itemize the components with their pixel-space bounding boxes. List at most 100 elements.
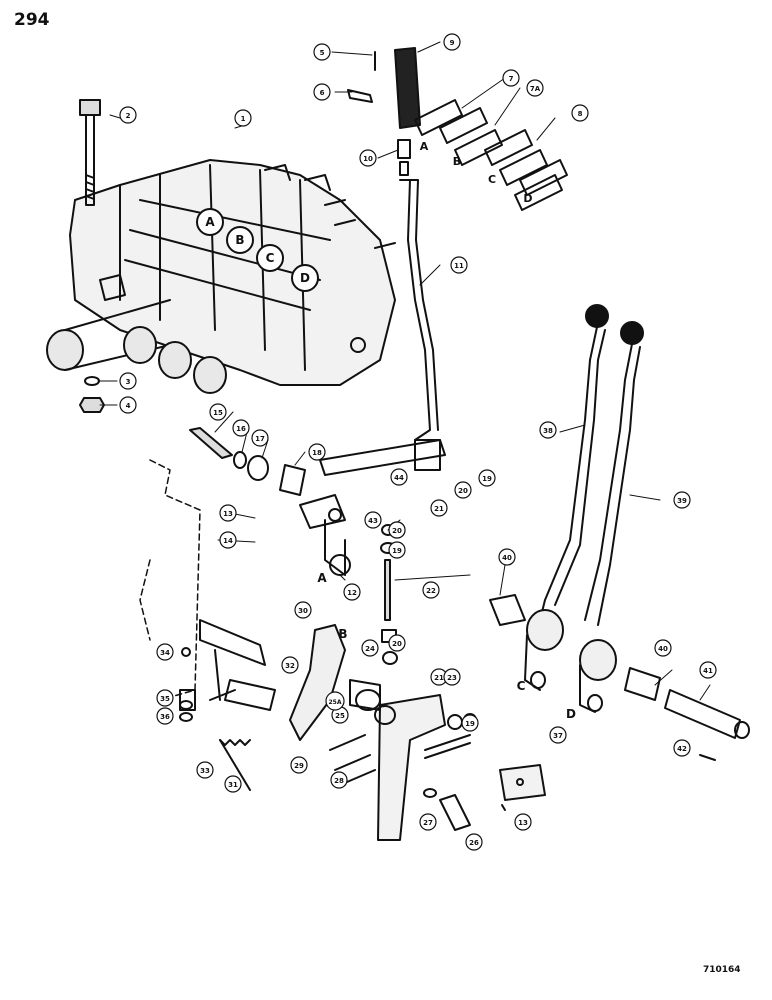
section-letter-c-2: C: [266, 251, 275, 265]
callout-label-9: 9: [450, 39, 455, 47]
callout-label-12: 12: [347, 589, 357, 597]
callout-circle-25A: [325, 691, 345, 711]
callout-label-19-2: 19: [465, 720, 475, 728]
callout-label-43: 43: [368, 517, 378, 525]
callout-circle-32: [281, 656, 299, 674]
callout-layer: 12345677A8910111213131415161718191919202…: [119, 33, 717, 851]
callout-label-41: 41: [703, 667, 713, 675]
main-control-lever: [347, 47, 439, 441]
callout-circle-40-1: [654, 639, 672, 657]
callout-circle-39: [673, 491, 691, 509]
callout-label-18: 18: [312, 449, 322, 457]
callout-circle-15: [209, 403, 227, 421]
callout-circle-12: [343, 583, 361, 601]
callout-label-14: 14: [223, 537, 233, 545]
callout-circle-1: [234, 109, 252, 127]
callout-label-24: 24: [365, 645, 375, 653]
section-letter-a-8: A: [317, 571, 327, 585]
callout-circle-5: [313, 43, 331, 61]
bracket-assembly: [329, 679, 477, 841]
callout-circle-38: [539, 421, 557, 439]
callout-label-38: 38: [543, 427, 553, 435]
section-letter-c-6: C: [488, 173, 496, 186]
callout-label-10: 10: [363, 155, 373, 163]
callout-label-13: 13: [223, 510, 233, 518]
callout-label-8: 8: [578, 110, 583, 118]
section-letter-c-10: C: [517, 679, 526, 693]
callout-label-16: 16: [236, 425, 246, 433]
callout-circle-23: [443, 668, 461, 686]
callout-label-22: 22: [426, 587, 436, 595]
section-letter-d-7: D: [523, 192, 532, 205]
callout-label-17: 17: [255, 435, 265, 443]
callout-circle-18: [308, 443, 326, 461]
section-letter-b-5: B: [453, 155, 461, 168]
callout-label-11: 11: [454, 262, 464, 270]
callout-label-29: 29: [294, 762, 304, 770]
callout-circle-8: [571, 104, 589, 122]
callout-circle-26: [465, 833, 483, 851]
callout-circle-40: [498, 548, 516, 566]
callout-circle-20-2: [388, 521, 406, 539]
callout-label-5: 5: [320, 49, 325, 57]
callout-circle-7A: [526, 79, 544, 97]
callout-label-2: 2: [126, 112, 131, 120]
callout-circle-13: [219, 504, 237, 522]
section-letter-a-4: A: [420, 140, 429, 153]
callout-label-25A: 25A: [329, 699, 342, 706]
callout-circle-29: [290, 756, 308, 774]
callout-label-21: 21: [434, 505, 444, 513]
callout-circle-7: [502, 69, 520, 87]
callout-label-39: 39: [677, 497, 687, 505]
callout-label-34: 34: [160, 649, 170, 657]
section-letter-d-11: D: [566, 707, 576, 721]
callout-label-19: 19: [392, 547, 402, 555]
callout-circle-36: [156, 707, 174, 725]
callout-label-4: 4: [126, 402, 131, 410]
valve-mounting-bolt: [79, 99, 105, 413]
callout-label-28: 28: [334, 777, 344, 785]
callout-label-35: 35: [160, 695, 170, 703]
callout-circle-19-1: [478, 469, 496, 487]
callout-circle-10: [359, 149, 377, 167]
callout-label-27: 27: [423, 819, 433, 827]
callout-circle-34: [156, 643, 174, 661]
callout-circle-44: [390, 468, 408, 486]
callout-label-20-3: 20: [392, 640, 402, 648]
callout-circle-41: [699, 661, 717, 679]
link-plates: [414, 99, 568, 211]
callout-label-36: 36: [160, 713, 170, 721]
callout-label-23: 23: [447, 674, 457, 682]
callout-circle-16: [232, 419, 250, 437]
callout-label-40-1: 40: [658, 645, 668, 653]
callout-circle-14: [219, 531, 237, 549]
callout-label-6: 6: [320, 89, 325, 97]
callout-circle-30: [294, 601, 312, 619]
section-letter-b-9: B: [338, 627, 347, 641]
callout-label-15: 15: [213, 409, 223, 417]
callout-label-21-1: 21: [434, 674, 444, 682]
callout-circle-11: [450, 256, 468, 274]
callout-label-7: 7: [509, 75, 514, 83]
section-letter-a-0: A: [205, 215, 215, 229]
callout-label-19-1: 19: [482, 475, 492, 483]
callout-circle-31: [224, 775, 242, 793]
callout-circle-19: [388, 541, 406, 559]
callout-label-20-2: 20: [392, 527, 402, 535]
callout-circle-3: [119, 372, 137, 390]
section-letter-b-1: B: [235, 233, 244, 247]
callout-circle-27: [419, 813, 437, 831]
callout-circle-43: [364, 511, 382, 529]
callout-circle-2: [119, 106, 137, 124]
callout-circle-35: [156, 689, 174, 707]
callout-circle-42: [673, 739, 691, 757]
callout-label-44: 44: [394, 474, 404, 482]
cross-shaft-assembly: [189, 427, 446, 576]
pivot-shaft: [489, 594, 750, 761]
callout-circle-6: [313, 83, 331, 101]
callout-label-26: 26: [469, 839, 479, 847]
callout-circle-17: [251, 429, 269, 447]
callout-label-33: 33: [200, 767, 210, 775]
callout-circle-9: [443, 33, 461, 51]
